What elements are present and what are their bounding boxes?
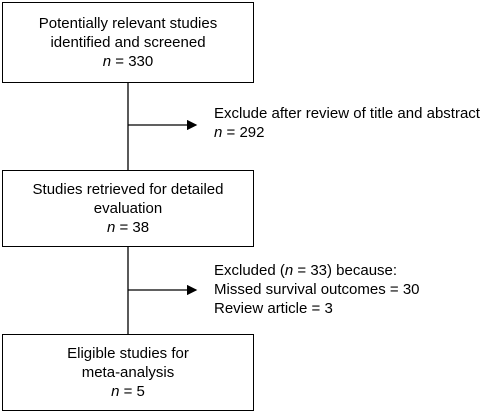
box3-n-value: = 5 (119, 383, 145, 400)
exclusion2-line1: Excluded (n = 33) because: (214, 261, 420, 280)
box1-line2: identified and screened (50, 34, 206, 51)
exclusion2-prefix: Excluded ( (214, 262, 285, 279)
box2-line2: evaluation (93, 200, 163, 217)
exclusion2-note: Excluded (n = 33) because: Missed surviv… (214, 261, 420, 318)
box3-line2: meta-analysis (81, 364, 175, 381)
eligible-studies-box: Eligible studies for meta-analysis n = 5 (2, 334, 254, 411)
exclusion1-n-symbol: n (214, 124, 223, 141)
box2-count: n = 38 (107, 218, 149, 237)
exclusion2-line2: Missed survival outcomes = 30 (214, 281, 420, 298)
box1-line1: Potentially relevant studies (38, 15, 218, 32)
exclusion2-n-symbol: n (284, 262, 294, 279)
box2-n-value: = 38 (115, 219, 150, 236)
exclusion1-line1: Exclude after review of title and abstra… (214, 105, 480, 122)
box3-count: n = 5 (111, 382, 145, 401)
exclusion2-line3: Review article = 3 (214, 300, 333, 317)
box3-n-symbol: n (111, 383, 120, 400)
box1-n-value: = 330 (111, 53, 154, 70)
box2-line1: Studies retrieved for detailed (32, 181, 224, 198)
exclusion1-note: Exclude after review of title and abstra… (214, 104, 480, 142)
exclusion1-n-value: = 292 (222, 124, 265, 141)
box1-n-symbol: n (102, 53, 112, 70)
identified-studies-box: Potentially relevant studies identified … (2, 2, 254, 83)
box1-count: n = 330 (103, 52, 153, 71)
box2-n-symbol: n (106, 219, 116, 236)
exclusion2-suffix: = 33) because: (293, 262, 398, 279)
box3-line1: Eligible studies for (67, 345, 189, 362)
retrieved-studies-box: Studies retrieved for detailed evaluatio… (2, 170, 254, 247)
exclusion1-count: n = 292 (214, 123, 480, 142)
